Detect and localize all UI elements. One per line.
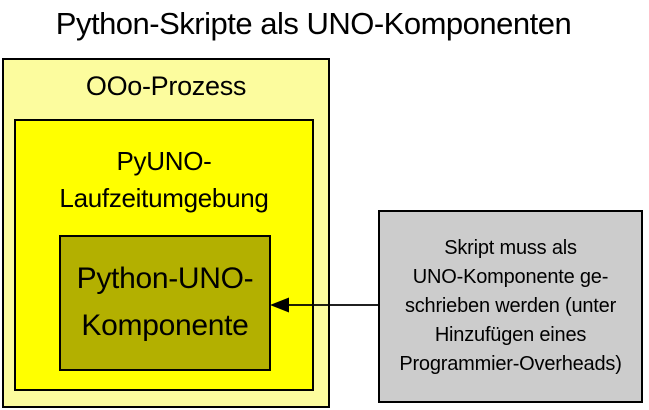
diagram-title: Python-Skripte als UNO-Komponenten [55,6,572,41]
box-ooo-process-label: OOo-Prozess [85,71,247,101]
note-line: Hinzufügen eines [434,324,587,346]
box-python-uno-component-label: Python-UNO- Komponente [61,237,269,349]
box-pyuno-runtime-label-line1: PyUNO- [116,146,212,176]
box-python-uno-component-label-line1: Python-UNO- [76,262,254,295]
note-line: UNO-Komponente ge- [412,266,609,288]
box-python-uno-component-label-line2: Komponente [81,309,249,342]
note-box: Skript muss als UNO-Komponente ge- schri… [378,210,643,403]
note-line: schrieben werden (unter [404,295,617,317]
box-python-uno-component: Python-UNO- Komponente [59,235,271,371]
box-pyuno-runtime-label: PyUNO- Laufzeitumgebung [16,121,312,217]
note-line: Skript muss als [444,237,577,259]
note-line: Programmier-Overheads) [399,353,622,375]
box-pyuno-runtime: PyUNO- Laufzeitumgebung Python-UNO- Komp… [14,119,314,391]
box-ooo-process: OOo-Prozess PyUNO- Laufzeitumgebung Pyth… [2,58,330,408]
box-pyuno-runtime-label-line2: Laufzeitumgebung [59,183,269,213]
